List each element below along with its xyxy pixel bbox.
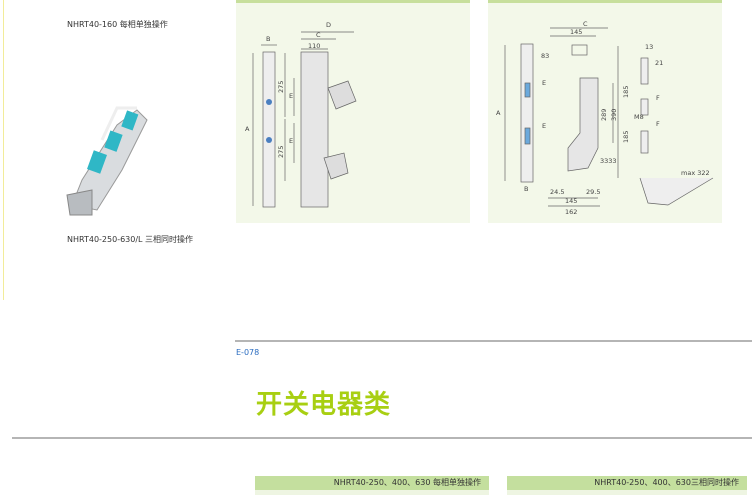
label-390: 390: [610, 109, 618, 121]
label-13: 13: [645, 43, 653, 51]
label-E-top: E: [542, 79, 546, 87]
label-max-322: max 322: [681, 169, 710, 177]
margin-line: [3, 0, 4, 300]
label-185-top: 185: [622, 86, 630, 98]
label-F-top: F: [656, 94, 660, 102]
label-145-bottom: 145: [565, 197, 577, 205]
label-275-top: 275: [277, 81, 285, 93]
label-B: B: [524, 185, 528, 193]
label-E-bottom: E: [289, 137, 293, 145]
divider-bottom: [12, 437, 752, 439]
dimension-drawing-panel-right: A B C 145 83 E E 289 390 185 185 13 21 F…: [488, 0, 722, 223]
label-29-5: 29.5: [586, 188, 600, 196]
product-photo-fuse-switch: [66, 106, 148, 216]
section-bar-simultaneous-operation: NHRT40-250、400、630三相同时操作: [507, 476, 747, 490]
label-289: 289: [600, 109, 608, 121]
label-A: A: [496, 109, 501, 117]
label-275-bottom: 275: [277, 146, 285, 158]
label-185-bottom: 185: [622, 131, 630, 143]
dimension-drawing-nhrt40-160: A B C D 110 275 275 E E: [245, 21, 357, 208]
label-F-bottom: F: [656, 120, 660, 128]
label-M8: M8: [634, 113, 644, 121]
label-C: C: [583, 20, 588, 28]
label-E-bottom: E: [542, 122, 546, 130]
label-162: 162: [565, 208, 577, 216]
label-B: B: [266, 35, 270, 43]
section-title: 开关电器类: [256, 390, 392, 420]
caption-nhrt40-250-630-l: NHRT40-250-630/L 三相同时操作: [67, 235, 194, 244]
label-24-5: 24.5: [550, 188, 564, 196]
page-number: E-078: [236, 348, 260, 357]
label-D: D: [326, 21, 331, 29]
label-145: 145: [570, 28, 582, 36]
label-A: A: [245, 125, 250, 133]
section-bar-individual-operation: NHRT40-250、400、630 每相单独操作: [255, 476, 489, 490]
label-C: C: [316, 31, 321, 39]
caption-nhrt40-160: NHRT40-160 每相单独操作: [67, 20, 168, 29]
dimension-drawing-nhrt40-250-630: A B C 145 83 E E 289 390 185 185 13 21 F…: [496, 20, 714, 216]
bar-shadow: [255, 490, 489, 495]
dimension-drawing-panel-left: A B C D 110 275 275 E E: [236, 0, 470, 223]
label-110: 110: [308, 42, 320, 50]
label-83: 83: [541, 52, 549, 60]
divider-top: [235, 340, 752, 342]
label-E-top: E: [289, 92, 293, 100]
bar-shadow: [507, 490, 747, 495]
label-21: 21: [655, 59, 663, 67]
label-3333: 3333: [600, 157, 617, 165]
